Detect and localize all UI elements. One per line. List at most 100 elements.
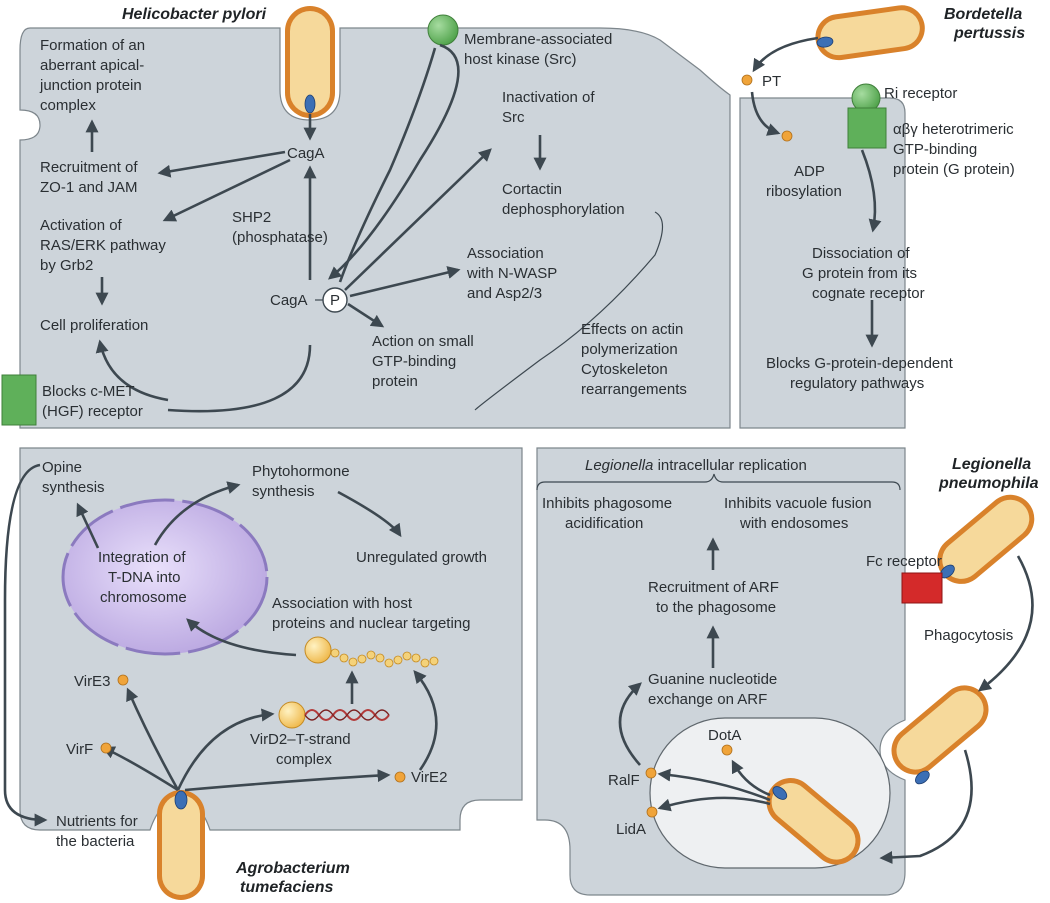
svg-text:and Asp2/3: and Asp2/3 — [467, 285, 542, 302]
integration-text: Integration of T-DNA into chromosome — [98, 549, 187, 606]
svg-text:Phytohormone: Phytohormone — [252, 463, 350, 480]
membrane-pore-icon — [772, 786, 788, 800]
lida-icon — [646, 806, 658, 818]
bead-chain-icon — [330, 648, 439, 668]
opine-text: Opine synthesis — [42, 459, 105, 496]
svg-text:Recruitment of ARF: Recruitment of ARF — [648, 579, 779, 596]
svg-text:Inhibits vacuole fusion: Inhibits vacuole fusion — [724, 495, 872, 512]
svg-text:ribosylation: ribosylation — [766, 183, 842, 200]
legionella-engulfed-bacterium — [891, 685, 989, 785]
cortactin-text: Cortactin dephosphorylation — [502, 181, 625, 218]
association-host-text: Association with host proteins and nucle… — [272, 595, 470, 632]
ralf-icon — [645, 767, 657, 779]
bordetella-bacterium — [815, 5, 925, 61]
agrobacterium-label-1: Agrobacterium — [235, 860, 350, 877]
svg-text:proteins and nuclear targeting: proteins and nuclear targeting — [272, 615, 470, 632]
dota-label: DotA — [708, 727, 741, 744]
svg-text:Nutrients for: Nutrients for — [56, 813, 138, 830]
activation-text: Activation of RAS/ERK pathway by Grb2 — [40, 217, 166, 274]
svg-text:aberrant apical-: aberrant apical- — [40, 57, 144, 74]
blocks-g-protein-text: Blocks G-protein-dependent regulatory pa… — [766, 355, 954, 392]
svg-text:SHP2: SHP2 — [232, 209, 271, 226]
svg-text:complex: complex — [276, 751, 332, 768]
svg-text:Dissociation of: Dissociation of — [812, 245, 910, 262]
caga-p-label: CagA — [270, 292, 308, 309]
pt-label: PT — [762, 73, 781, 90]
lida-label: LidA — [616, 821, 646, 838]
svg-text:exchange on ARF: exchange on ARF — [648, 691, 767, 708]
agrobacterium-bacterium — [157, 790, 205, 900]
svg-text:ZO-1 and JAM: ZO-1 and JAM — [40, 179, 138, 196]
svg-text:complex: complex — [40, 97, 96, 114]
vire3-icon — [117, 674, 129, 686]
svg-text:G protein from its: G protein from its — [802, 265, 917, 282]
svg-text:Membrane-associated: Membrane-associated — [464, 31, 612, 48]
svg-text:protein: protein — [372, 373, 418, 390]
action-text: Action on small GTP-binding protein — [372, 333, 474, 390]
membrane-pore-icon — [304, 94, 316, 114]
svg-text:Blocks G-protein-dependent: Blocks G-protein-dependent — [766, 355, 954, 372]
g-protein-icon — [847, 107, 887, 149]
inhibits-fusion-text: Inhibits vacuole fusion with endosomes — [724, 495, 872, 532]
dota-icon — [721, 744, 733, 756]
svg-text:with N-WASP: with N-WASP — [466, 265, 557, 282]
unregulated-text: Unregulated growth — [356, 549, 487, 566]
nutrients-text: Nutrients for the bacteria — [56, 813, 138, 850]
svg-text:GTP-binding: GTP-binding — [372, 353, 456, 370]
bordetella-label-2: pertussis — [953, 25, 1025, 42]
svg-text:Guanine nucleotide: Guanine nucleotide — [648, 671, 777, 688]
svg-text:regulatory pathways: regulatory pathways — [790, 375, 924, 392]
svg-text:(HGF) receptor: (HGF) receptor — [42, 403, 143, 420]
svg-text:Inhibits phagosome: Inhibits phagosome — [542, 495, 672, 512]
src-kinase-receptor-icon — [427, 14, 459, 46]
vird2-ball-icon — [278, 701, 306, 729]
svg-text:synthesis: synthesis — [42, 479, 105, 496]
svg-text:Integration of: Integration of — [98, 549, 186, 566]
svg-text:host kinase (Src): host kinase (Src) — [464, 51, 577, 68]
svg-text:the bacteria: the bacteria — [56, 833, 135, 850]
cmet-receptor-icon — [1, 374, 37, 426]
svg-text:Opine: Opine — [42, 459, 82, 476]
shp2-text: SHP2 (phosphatase) — [232, 209, 328, 246]
pt-internalized-icon — [781, 130, 793, 142]
legionella-external-bacterium — [937, 494, 1035, 584]
svg-text:ADP: ADP — [794, 163, 825, 180]
caga-label: CagA — [287, 145, 325, 162]
svg-text:Formation of an: Formation of an — [40, 37, 145, 54]
recruitment-arf-text: Recruitment of ARF to the phagosome — [648, 579, 779, 616]
helicobacter-bacterium — [285, 6, 335, 118]
inhibits-acidification-text: Inhibits phagosome acidification — [542, 495, 672, 532]
association-text: Association with N-WASP and Asp2/3 — [466, 245, 557, 302]
membrane-pore-icon — [915, 770, 930, 785]
effects-text: Effects on actin polymerization Cytoskel… — [581, 321, 687, 398]
dissociation-text: Dissociation of G protein from its cogna… — [802, 245, 925, 302]
svg-text:dephosphorylation: dephosphorylation — [502, 201, 625, 218]
svg-text:synthesis: synthesis — [252, 483, 315, 500]
phosphate-label: P — [330, 292, 340, 309]
svg-text:Inactivation of: Inactivation of — [502, 89, 595, 106]
vire2-label: VirE2 — [411, 769, 447, 786]
phytohormone-text: Phytohormone synthesis — [252, 463, 350, 500]
svg-text:Association: Association — [467, 245, 544, 262]
svg-text:junction protein: junction protein — [39, 77, 142, 94]
phagocytosis-label: Phagocytosis — [924, 627, 1013, 644]
svg-text:GTP-binding: GTP-binding — [893, 141, 977, 158]
fc-receptor-icon — [901, 572, 943, 604]
ralf-label: RalF — [608, 772, 640, 789]
agrobacterium-label-2: tumefaciens — [240, 879, 333, 896]
vire3-label: VirE3 — [74, 673, 110, 690]
membrane-pore-icon — [816, 36, 834, 48]
svg-text:Cortactin: Cortactin — [502, 181, 562, 198]
svg-text:chromosome: chromosome — [100, 589, 187, 606]
virf-label: VirF — [66, 741, 93, 758]
svg-text:polymerization: polymerization — [581, 341, 678, 358]
svg-text:Src: Src — [502, 109, 525, 126]
proliferation-text: Cell proliferation — [40, 317, 148, 334]
legionella-title: Legionella intracellular replication — [585, 457, 807, 474]
fc-receptor-label: Fc receptor — [866, 553, 942, 570]
vire2-icon — [394, 771, 406, 783]
svg-text:acidification: acidification — [565, 515, 643, 532]
g-protein-text: αβγ heterotrimeric GTP-binding protein (… — [893, 121, 1015, 178]
helicobacter-label: Helicobacter pylori — [122, 6, 267, 23]
